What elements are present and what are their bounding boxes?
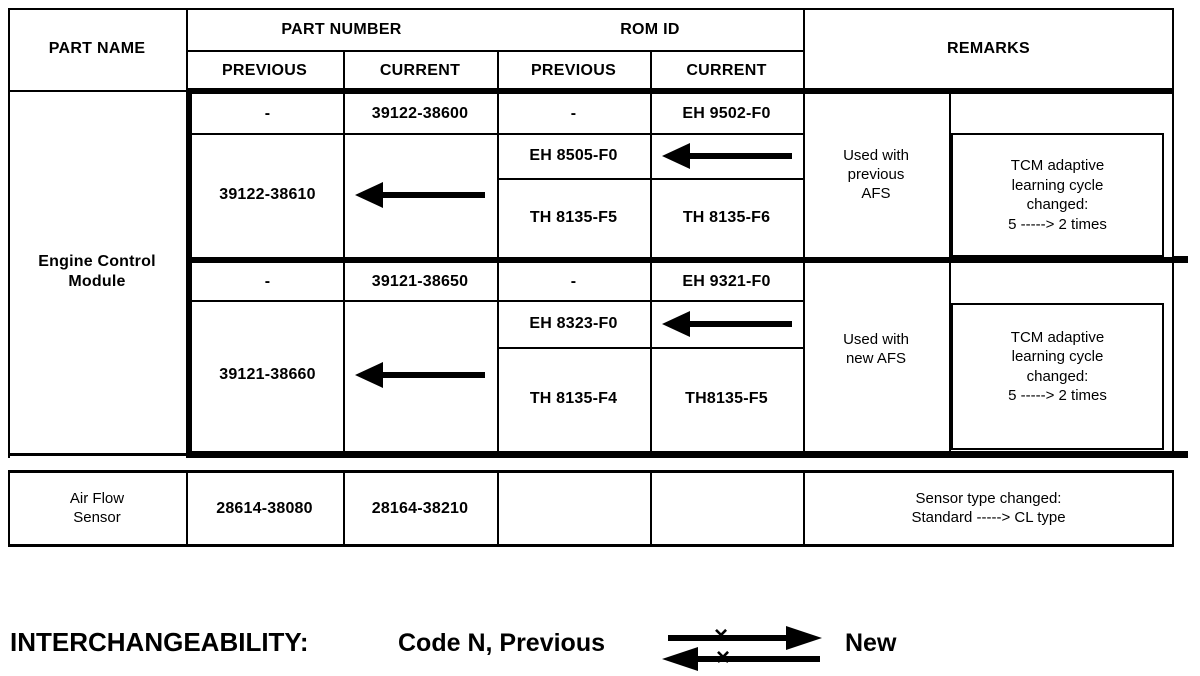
grid-line	[8, 470, 10, 547]
grid-line-thick	[186, 451, 1174, 458]
afs-rom-previous-empty	[497, 470, 650, 547]
legend-arrow-left-shaft	[698, 656, 820, 662]
arrow-shaft	[383, 192, 485, 198]
scan-artifact	[1174, 256, 1188, 263]
col-header-rom-id: ROM ID	[620, 21, 680, 38]
grid-line	[8, 8, 10, 458]
legend-x-mark-bottom: ×	[716, 644, 731, 671]
part-name-ecm: Engine Control Module	[38, 253, 156, 290]
ecm-b1-pn-previous: 39122-38610	[219, 186, 316, 203]
grid-line	[8, 470, 1174, 473]
ecm-b1-pn-previous-dash: -	[264, 104, 271, 122]
grid-line-thick	[186, 257, 1174, 263]
ecm-b2-rom-b-previous: TH 8135-F4	[529, 389, 618, 407]
ecm-b1-remark-right-box: TCM adaptive learning cycle changed: 5 -…	[951, 133, 1164, 257]
grid-line	[949, 94, 951, 451]
grid-line	[1172, 8, 1174, 458]
grid-line-thick	[186, 88, 192, 458]
grid-line	[497, 50, 499, 451]
arrow-shaft	[689, 152, 792, 159]
non-interchangeable-arrows-icon: × ×	[662, 622, 822, 671]
col-header-rom-current: CURRENT	[686, 62, 767, 79]
legend-arrow-left-head	[662, 647, 698, 671]
afs-rom-current-empty	[650, 470, 803, 547]
col-header-part-number: PART NUMBER	[281, 21, 402, 38]
ecm-b1-rom-b-previous: TH 8135-F5	[529, 208, 618, 226]
ecm-b2-pn-current: 39121-38650	[371, 272, 469, 290]
carryover-arrow-icon	[355, 362, 485, 388]
grid-line	[650, 470, 652, 547]
ecm-b1-rom-a-current-carryover	[650, 133, 803, 178]
grid-line	[650, 50, 652, 451]
ecm-b2-pn-previous: 39121-38660	[219, 366, 316, 383]
ecm-b2-pn-previous-dash: -	[264, 272, 271, 290]
legend-arrow-right-shaft	[668, 635, 786, 641]
legend-arrow-right-head	[786, 626, 822, 650]
scan-artifact	[1174, 451, 1188, 458]
grid-line	[8, 90, 186, 92]
grid-line	[803, 8, 805, 451]
ecm-b1-rom-previous-dash: -	[570, 104, 577, 122]
carryover-arrow-icon	[355, 182, 485, 208]
ecm-b1-remark-left: Used with previous AFS	[843, 147, 909, 202]
col-header-part-name: PART NAME	[48, 40, 146, 57]
grid-line	[343, 470, 345, 547]
ecm-b2-rom-b-current: TH8135-F5	[685, 389, 768, 407]
ecm-b2-remark-left: Used with new AFS	[843, 330, 909, 367]
col-header-rom-previous: PREVIOUS	[530, 62, 617, 79]
ecm-b1-pn-current-carryover	[343, 133, 497, 257]
grid-line	[8, 453, 186, 456]
grid-line	[186, 8, 188, 90]
grid-line	[186, 470, 188, 547]
carryover-arrow-icon	[661, 142, 792, 169]
col-header-pn-previous: PREVIOUS	[221, 62, 308, 79]
ecm-b2-rom-previous-dash: -	[570, 272, 577, 290]
grid-line	[186, 50, 803, 52]
grid-line	[1172, 470, 1174, 547]
legend-title: INTERCHANGEABILITY:	[10, 627, 309, 657]
afs-pn-current: 28164-38210	[371, 499, 469, 517]
legend-code: Code N, Previous	[398, 629, 605, 657]
grid-line	[8, 8, 1174, 10]
grid-line	[803, 470, 805, 547]
ecm-b2-rom-a-current-carryover	[650, 300, 803, 347]
arrow-head	[661, 310, 690, 337]
arrow-shaft	[383, 372, 485, 378]
ecm-b2-rom-a-previous: EH 8323-F0	[529, 314, 618, 332]
part-name-afs: Air Flow Sensor	[69, 489, 125, 526]
arrow-shaft	[689, 320, 792, 327]
ecm-b1-pn-current: 39122-38600	[371, 104, 469, 122]
ecm-b1-rom-a-previous: EH 8505-F0	[529, 146, 618, 164]
afs-pn-previous: 28614-38080	[216, 499, 313, 517]
grid-line	[343, 50, 345, 451]
grid-line-thick	[186, 88, 1174, 94]
arrow-head	[661, 142, 690, 169]
ecm-b2-rom-current: EH 9321-F0	[682, 272, 771, 290]
afs-remark: Sensor type changed: Standard -----> CL …	[911, 489, 1066, 526]
col-header-pn-current: CURRENT	[379, 62, 461, 79]
ecm-b2-pn-current-carryover	[343, 300, 497, 450]
grid-line	[497, 470, 499, 547]
legend-x-mark-top: ×	[714, 622, 729, 649]
legend-new-label: New	[845, 629, 897, 657]
ecm-b1-rom-current: EH 9502-F0	[682, 104, 771, 122]
grid-line	[8, 544, 1174, 547]
carryover-arrow-icon	[661, 310, 792, 337]
arrow-head	[355, 182, 383, 208]
ecm-b1-rom-b-current: TH 8135-F6	[682, 208, 771, 226]
arrow-head	[355, 362, 383, 388]
ecm-b2-remark-right-box: TCM adaptive learning cycle changed: 5 -…	[951, 303, 1164, 450]
col-header-remarks: REMARKS	[947, 40, 1030, 57]
